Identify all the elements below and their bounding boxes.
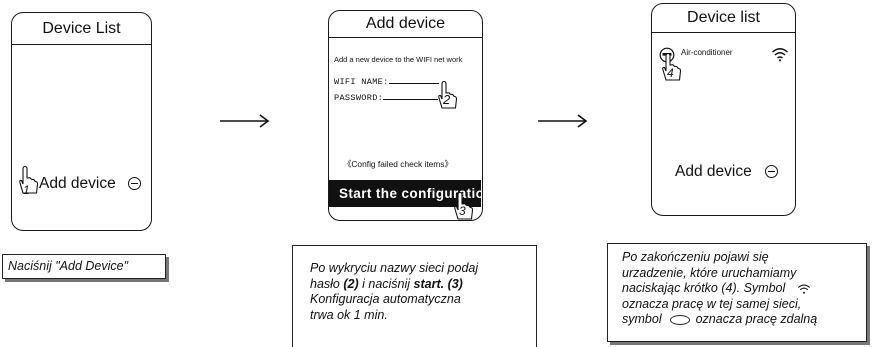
note-2-line-2: hasło (2) i naciśnij start. (3) — [310, 276, 463, 291]
instruction-note-2: Po wykryciu nazwy sieci podaj hasło (2) … — [292, 245, 537, 347]
page-title: Add device — [365, 15, 446, 32]
page-title: Device list — [687, 9, 760, 26]
wifi-name-field[interactable]: WIFI NAME: — [334, 77, 439, 87]
step-number: 1 — [23, 183, 30, 197]
step-number: 2 — [443, 92, 451, 107]
note-3-line-3: naciskając krótko (4). Symbol — [622, 281, 866, 297]
wifi-icon — [772, 48, 788, 62]
title-divider — [329, 37, 482, 38]
note-2-line-3: Konfiguracja automatyczna — [310, 292, 461, 306]
note-3-line-1: Po zakończeniu pojawi się — [622, 250, 769, 264]
phone-device-list-1: Device List Add device 1 — [11, 12, 152, 231]
instruction-note-1: Naciśnij "Add Device" — [2, 254, 166, 279]
circle-minus-icon — [128, 177, 142, 191]
note-2-line-4: trwa ok 1 min. — [310, 307, 388, 322]
hand-pointer-icon — [434, 78, 458, 114]
hand-pointer-icon — [450, 189, 474, 225]
wifi-name-label: WIFI NAME: — [334, 77, 389, 87]
add-device-button[interactable]: Add device — [39, 175, 142, 193]
add-device-button[interactable]: Add device — [675, 163, 779, 181]
cloud-oval-icon — [669, 314, 690, 325]
phone-device-list-2: Device list Air-conditioner 4 Add device — [651, 3, 796, 216]
start-configuration-label: Start the configuration — [339, 186, 481, 201]
hand-pointer-icon — [15, 163, 39, 199]
note-1-text: Naciśnij "Add Device" — [8, 259, 129, 273]
device-name: Air-conditioner — [681, 48, 733, 57]
add-device-intro: Add a new device to the WIFI net work — [334, 55, 463, 64]
note-3-line-4: oznacza pracę w tej samej sieci, — [622, 296, 802, 311]
config-failed-link[interactable]: 《Config failed check items》 — [343, 159, 453, 169]
add-device-label: Add device — [39, 175, 116, 192]
note-2-line-1: Po wykryciu nazwy sieci podaj — [310, 261, 479, 275]
step-number: 4 — [667, 66, 674, 80]
hand-pointer-icon — [658, 50, 682, 86]
arrow-right-icon — [220, 114, 270, 128]
password-field[interactable]: PASSWORD: — [334, 93, 439, 103]
phone-add-device: Add device Add a new device to the WIFI … — [328, 10, 483, 221]
arrow-right-icon — [538, 114, 588, 128]
page-title: Device List — [42, 20, 121, 37]
add-device-label: Add device — [675, 163, 752, 180]
wifi-icon — [797, 284, 810, 294]
title-divider — [652, 32, 795, 33]
instruction-note-3: Po zakończeniu pojawi się urzadzenie, kt… — [607, 243, 867, 342]
step-number: 3 — [459, 204, 466, 218]
title-divider — [12, 44, 151, 45]
circle-minus-icon — [765, 165, 779, 179]
note-3-line-2: urzadzenie, które uruchamiamy — [622, 265, 797, 280]
start-configuration-button[interactable]: Start the configuration — [329, 180, 481, 207]
password-label: PASSWORD: — [334, 93, 384, 103]
